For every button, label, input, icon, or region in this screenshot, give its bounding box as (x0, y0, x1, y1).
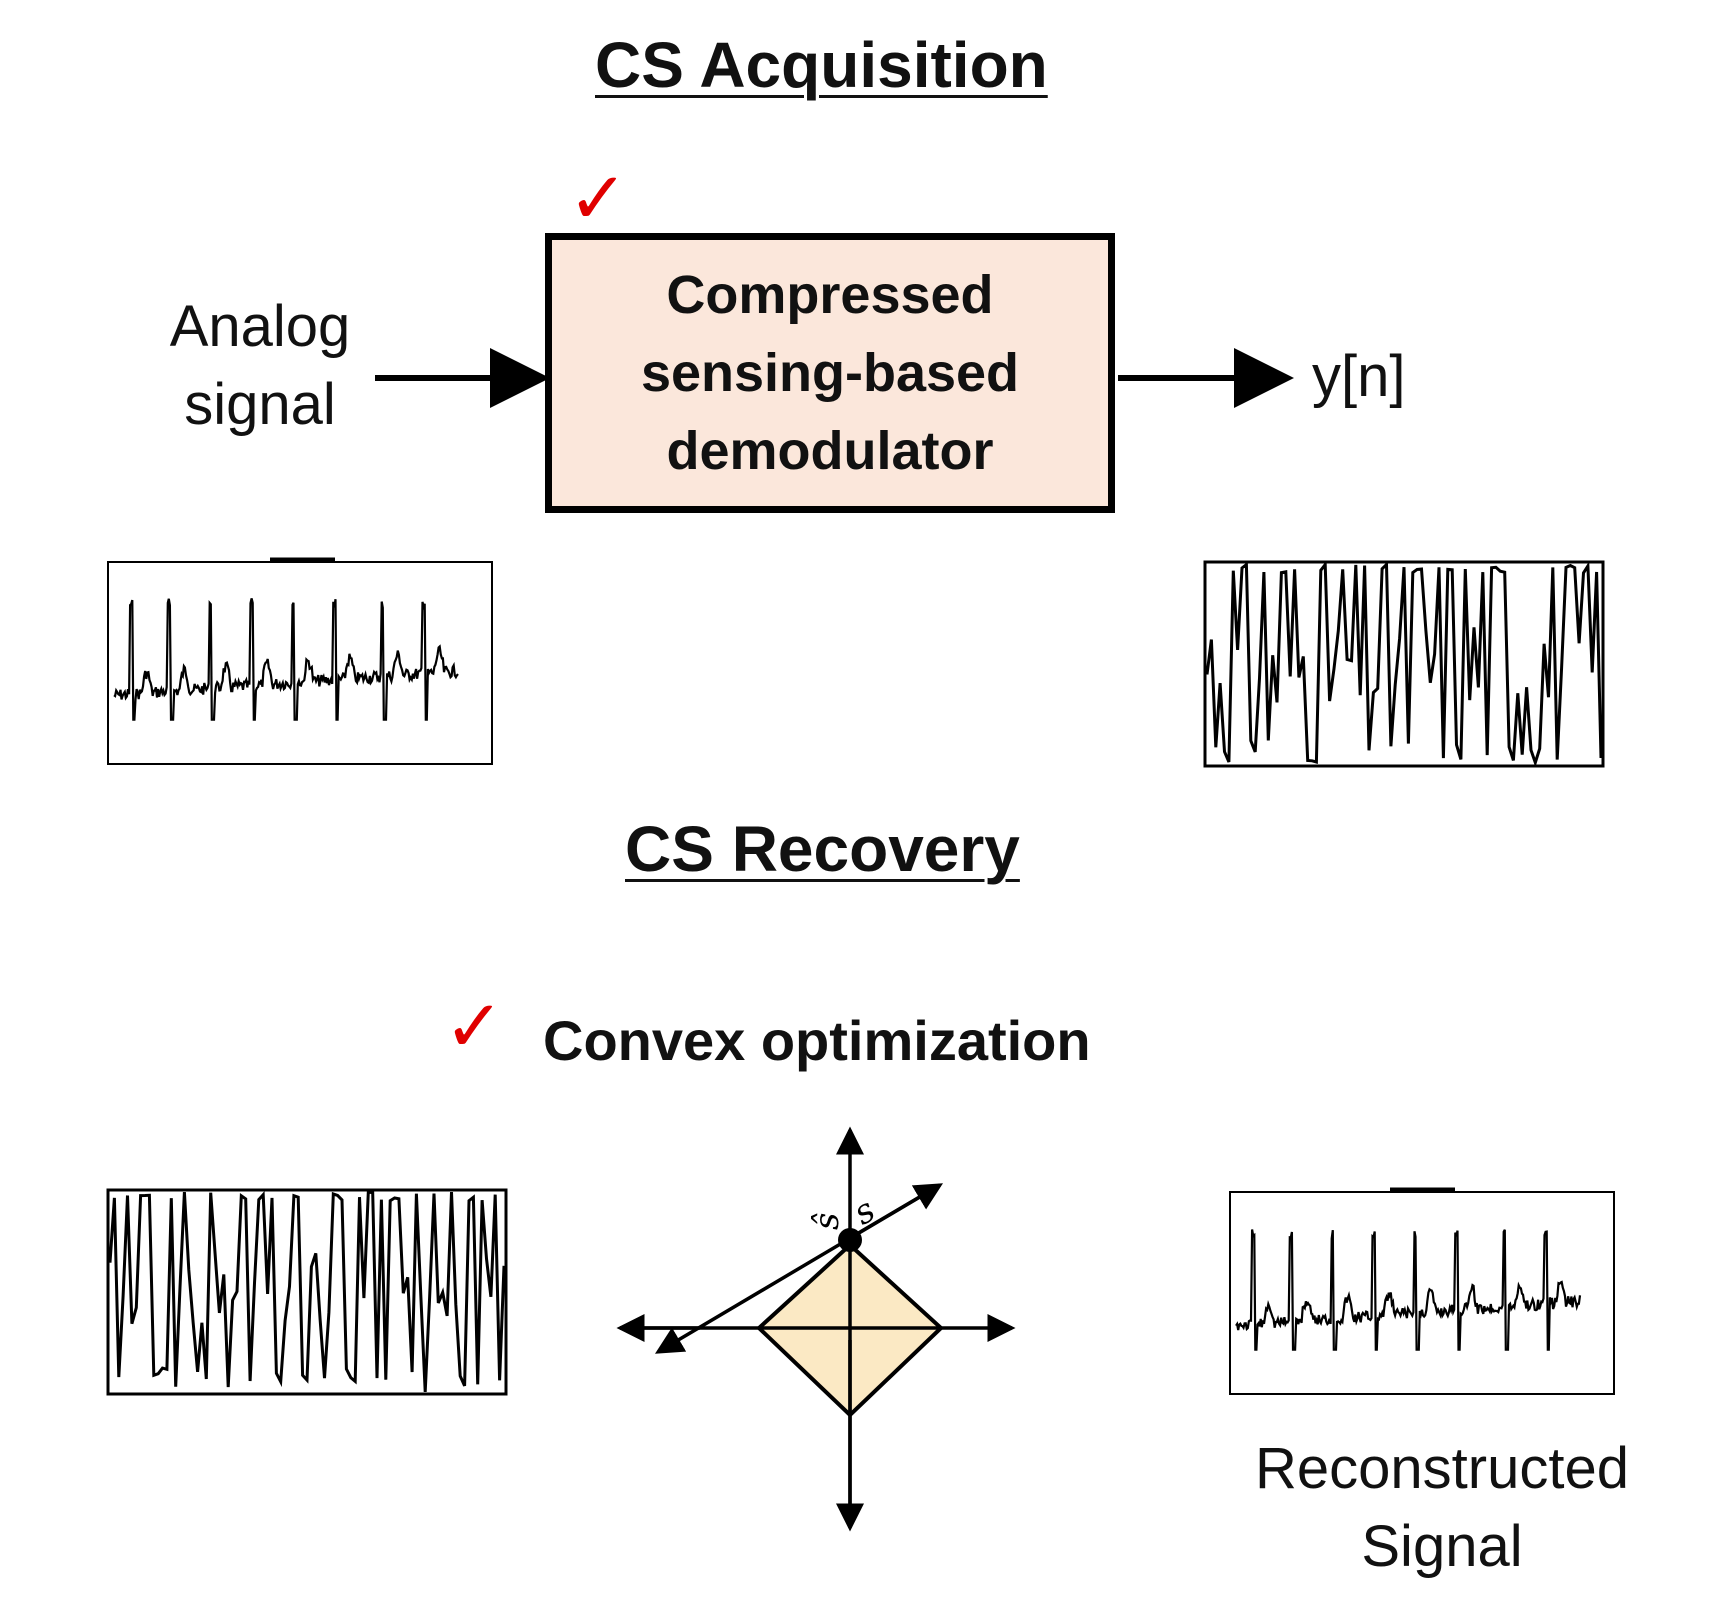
reconstructed-signal-plot (1229, 1187, 1615, 1395)
output-label: y[n] (1312, 344, 1406, 409)
demodulator-label: Compressed sensing-based demodulator (640, 265, 1020, 481)
acquisition-heading: CS Acquisition (595, 29, 1048, 101)
s-label: s (847, 1190, 882, 1233)
demodulator-box: Compressed sensing-based demodulator (545, 233, 1115, 513)
measurement-signal-plot (106, 1188, 508, 1396)
s-hat-label: ŝ (807, 1213, 847, 1230)
solution-point (838, 1228, 862, 1252)
l1-ball-diagram: ŝ s (616, 1126, 1016, 1532)
reconstructed-signal-label: Reconstructed Signal (1255, 1436, 1629, 1579)
compressed-signal-plot (1203, 560, 1605, 768)
checkmark-icon: ✓ (444, 984, 505, 1068)
analog-signal-label: Analog signal (169, 294, 351, 437)
constraint-line-up (849, 1183, 944, 1240)
checkmark-icon: ✓ (568, 156, 629, 240)
analog-signal-plot (107, 557, 493, 765)
recovery-heading: CS Recovery (625, 813, 1020, 885)
convex-optimization-label: Convex optimization (543, 1009, 1091, 1072)
